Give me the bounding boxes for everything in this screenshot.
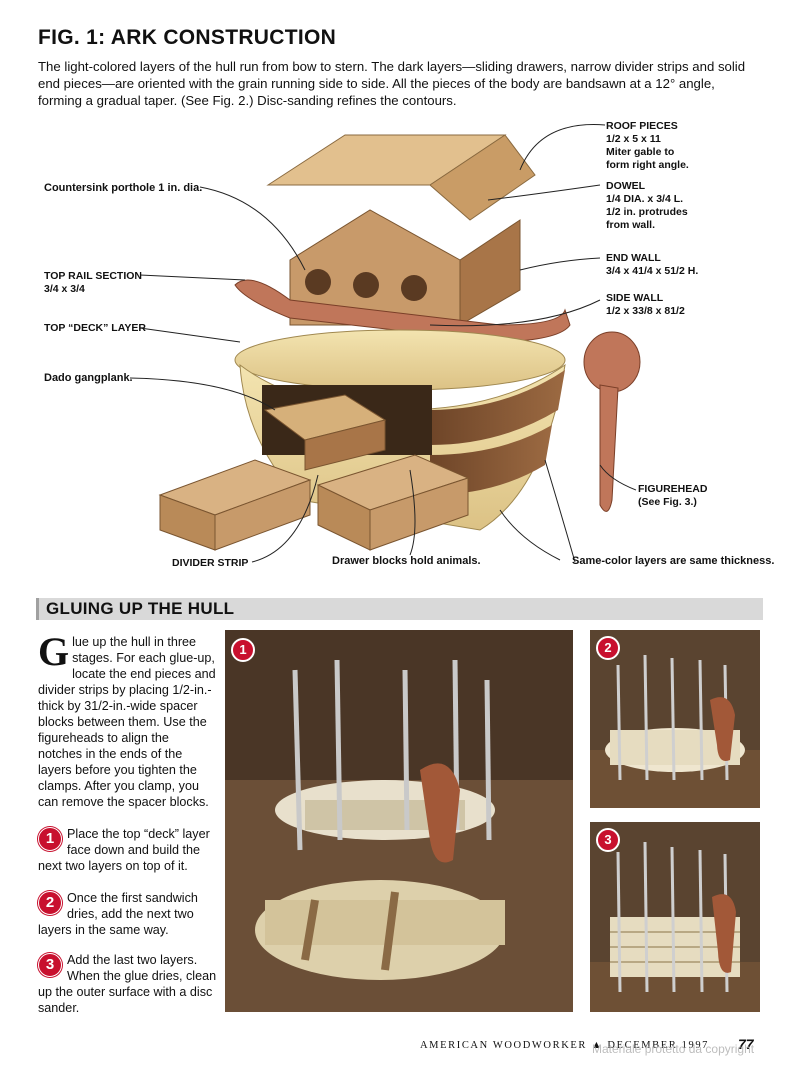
copyright-watermark: Materiale protetto da copyright — [592, 1042, 755, 1056]
label-top-rail: TOP RAIL SECTION 3/4 x 3/4 — [44, 270, 143, 295]
drop-cap: G — [38, 629, 70, 674]
top-rail — [234, 279, 571, 343]
page-number: 77 — [738, 1036, 754, 1052]
photo-badge-1: 1 — [231, 638, 255, 662]
label-side-wall: SIDE WALL 1/2 x 33/8 x 81/2 — [606, 292, 685, 317]
figure-title: FIG. 1: ARK CONSTRUCTION — [38, 26, 337, 49]
step-number-badge: 2 — [38, 891, 62, 915]
label-porthole: Countersink porthole 1 in. dia. — [44, 182, 203, 194]
porthole-2 — [353, 272, 379, 298]
section-intro-text: lue up the hull in three stages. For eac… — [38, 635, 216, 809]
drawer-block-right — [316, 454, 470, 551]
label-figurehead: FIGUREHEAD (See Fig. 3.) — [638, 483, 708, 508]
drawer-gangplank — [263, 394, 387, 471]
photo-step-1: 1 — [225, 630, 573, 1012]
label-drawer-blocks: Drawer blocks hold animals. — [332, 555, 481, 567]
leader-lines — [129, 124, 637, 563]
label-gangplank: Dado gangplank. — [44, 372, 133, 384]
section-title: GLUING UP THE HULL — [46, 599, 235, 618]
label-deck: TOP “DECK” LAYER — [44, 322, 146, 334]
step-text: Add the last two layers. When the glue d… — [38, 953, 217, 1015]
step-number-badge: 1 — [38, 827, 62, 851]
figurehead — [583, 331, 641, 512]
label-dowel: DOWEL 1/4 DIA. x 3/4 L. 1/2 in. protrude… — [606, 180, 688, 231]
porthole-1 — [305, 269, 331, 295]
roof-pieces — [266, 134, 536, 221]
label-same-color: Same-color layers are same thickness. — [572, 555, 775, 567]
step-text: Once the first sandwich dries, add the n… — [38, 891, 198, 937]
photo-badge-2: 2 — [596, 636, 620, 660]
label-end-wall: END WALL 3/4 x 41/4 x 51/2 H. — [606, 252, 699, 277]
section-header-bar — [36, 598, 763, 620]
photo-badge-3: 3 — [596, 828, 620, 852]
footer-magazine: AMERICAN WOODWORKER ▲ DECEMBER 1997 — [420, 1040, 710, 1051]
cabin — [289, 209, 521, 326]
step-text: Place the top “deck” layer face down and… — [38, 827, 210, 873]
ark-exploded-diagram — [129, 124, 641, 563]
label-roof: ROOF PIECES 1/2 x 5 x 11 Miter gable to … — [606, 120, 689, 171]
photo-step-2: 2 — [590, 630, 760, 808]
porthole-3 — [401, 275, 427, 301]
photo-step-3: 3 — [590, 822, 760, 1012]
label-divider: DIVIDER STRIP — [172, 557, 249, 569]
figure-intro: The light-colored layers of the hull run… — [38, 59, 746, 108]
drawer-block-left — [158, 459, 312, 551]
step-number-badge: 3 — [38, 953, 62, 977]
